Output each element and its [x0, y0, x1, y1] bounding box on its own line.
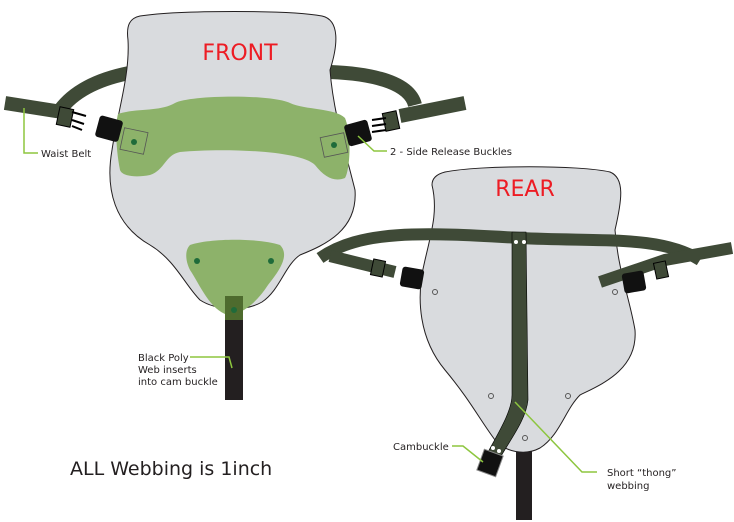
buckle-tab-right	[319, 132, 349, 158]
label-side-release-buckles: 2 - Side Release Buckles	[390, 147, 512, 158]
buckle-tab-left	[119, 127, 149, 155]
label-thong-1: Short “thong”	[607, 468, 676, 479]
label-waist-belt: Waist Belt	[41, 149, 91, 160]
label-cambuckle: Cambuckle	[393, 442, 449, 453]
front-waist-belt-left	[3, 96, 64, 119]
rivet	[194, 258, 200, 264]
rear-black-strap	[516, 440, 532, 520]
rivet	[268, 258, 274, 264]
webbing-note: ALL Webbing is 1inch	[70, 458, 272, 480]
buckle-male-right	[381, 110, 401, 132]
rear-buckle-right	[621, 270, 647, 294]
front-crotch-pad	[186, 239, 285, 315]
label-black-poly-2: Web inserts	[138, 365, 197, 376]
front-waist-pad	[116, 96, 350, 180]
buckle-female-left	[95, 115, 123, 142]
black-poly-web	[225, 296, 243, 400]
leader-waist-belt	[23, 108, 38, 154]
leader-thong	[514, 401, 597, 473]
label-thong-2: webbing	[607, 481, 650, 492]
rear-buckle-left	[399, 266, 425, 290]
leader-cambuckle	[452, 445, 484, 463]
leader-black-poly	[190, 356, 233, 369]
rear-title: REAR	[495, 177, 555, 202]
leader-side-release	[357, 135, 387, 152]
front-title: FRONT	[202, 41, 278, 66]
rear-panel	[419, 166, 636, 453]
buckle-female-right	[344, 119, 372, 147]
buckle-male-left	[55, 106, 75, 128]
buckle-prongs	[71, 111, 87, 131]
front-waist-belt-right	[398, 96, 467, 123]
label-black-poly-1: Black Poly	[138, 353, 189, 364]
label-black-poly-3: into cam buckle	[138, 377, 218, 388]
